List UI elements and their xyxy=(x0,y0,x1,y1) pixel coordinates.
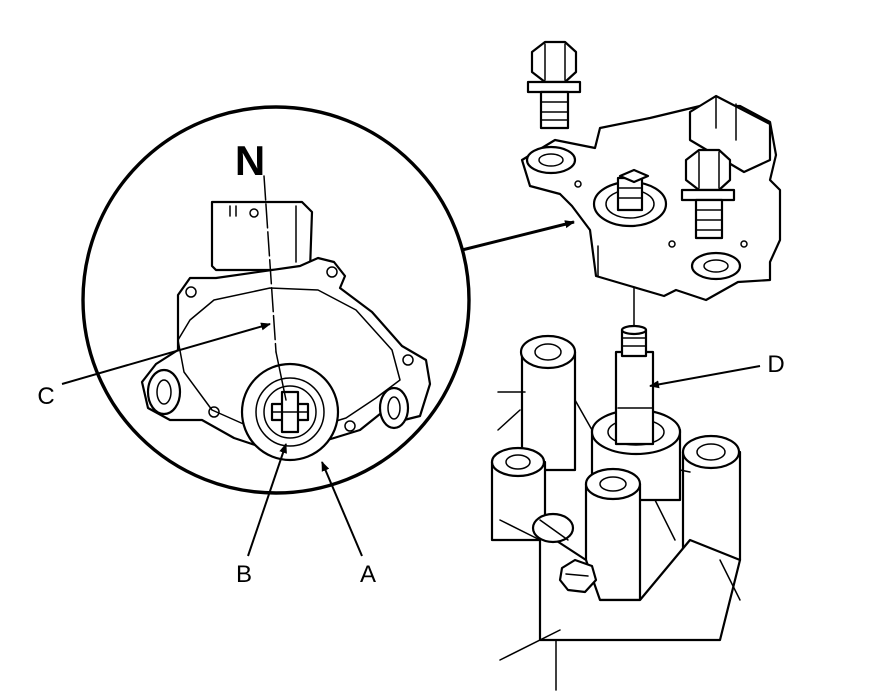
callout-b: B xyxy=(236,443,287,588)
callout-a: A xyxy=(321,461,376,588)
callout-c: C xyxy=(37,322,271,410)
callout-a-label: A xyxy=(360,561,376,588)
manual-valve-shaft xyxy=(614,287,655,446)
neutral-position-mark: N xyxy=(235,137,265,184)
callout-d: D xyxy=(649,351,785,389)
transmission-case xyxy=(490,334,742,691)
callout-d-label: D xyxy=(767,351,784,378)
case-bolt xyxy=(558,558,598,594)
detail-link-arrow xyxy=(461,220,575,252)
sensor-bolt-upper xyxy=(526,40,582,130)
detail-view xyxy=(81,105,471,495)
sensor-bolt-lower xyxy=(680,148,736,240)
callout-c-label: C xyxy=(37,383,54,410)
detail-circle xyxy=(81,105,471,495)
callout-b-label: B xyxy=(236,561,252,588)
